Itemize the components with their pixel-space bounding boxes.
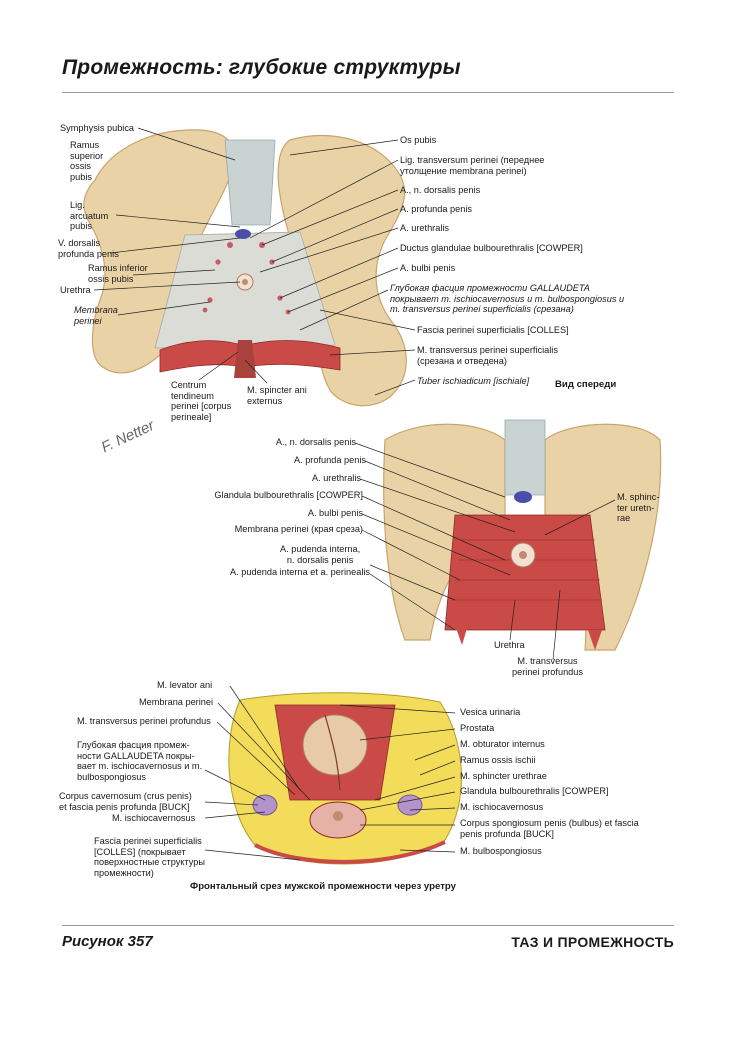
label2-a-profunda: A. profunda penis	[293, 455, 366, 465]
label3-sphincter-urethrae: M. sphincter urethrae	[460, 771, 547, 781]
label3-transversus-profundus: M. transversus perinei profundus	[77, 716, 211, 726]
label-centrum-tendineum: Centrum tendineum perinei [corpus perine…	[171, 380, 232, 422]
label-fascia-gallaudet: Глубокая фасция промежности GALLAUDETA п…	[390, 283, 625, 315]
label-lig-transversum: Lig. transversum perinei (переднее утолщ…	[400, 155, 545, 176]
label-ramus-inferior: Ramus inferior ossis pubis	[88, 263, 148, 284]
label-urethra: Urethra	[60, 285, 91, 295]
label3-ischiocavernosus-right: M. ischiocavernosus	[460, 802, 544, 812]
label-ductus-cowper: Ductus glandulae bulbourethralis [COWPER…	[400, 243, 583, 253]
label-a-bulbi: A. bulbi penis	[400, 263, 456, 273]
figure1-illustration	[83, 129, 407, 407]
label2-a-n-dorsalis: A., n. dorsalis penis	[275, 437, 356, 447]
label-lig-arcuatum: Lig. arcuatum pubis	[70, 200, 109, 232]
label2-a-pudenda-interna: A. pudenda interna, n. dorsalis penis	[280, 544, 361, 565]
label-os-pubis: Os pubis	[400, 135, 437, 145]
label2-a-bulbi: A. bulbi penis	[307, 508, 363, 518]
section-title: ТАЗ И ПРОМЕЖНОСТЬ	[511, 934, 674, 950]
label3-obturator-internus: M. obturator internus	[460, 739, 545, 749]
label2-m-transversus-profundus: M. transversus perinei profundus	[512, 656, 583, 677]
label3-levator-ani: M. levator ani	[157, 680, 213, 690]
label3-fascia-gallaudet: Глубокая фасция промеж- ности GALLAUDETA…	[77, 740, 203, 782]
label3-glandula-cowper: Glandula bulbourethralis [COWPER]	[460, 786, 609, 796]
label-symphysis-pubica: Symphysis pubica	[60, 123, 135, 133]
label2-glandula-cowper: Glandula bulbourethralis [COWPER]	[214, 490, 363, 500]
label3-corpus-spongiosum: Corpus spongiosum penis (bulbus) et fasc…	[460, 818, 639, 839]
label2-urethra: Urethra	[494, 640, 525, 650]
label2-membrana-perinei: Membrana perinei (края среза)	[234, 524, 363, 534]
label3-ischiocavernosus-left: M. ischiocavernosus	[112, 813, 196, 823]
label-a-n-dorsalis: A., n. dorsalis penis	[400, 185, 481, 195]
label-membrana-perinei: Membrana perinei	[74, 305, 118, 326]
figure2-illustration	[383, 419, 662, 651]
label-tuber-ischiadicum: Tuber ischiadicum [ischiale]	[417, 376, 530, 386]
figure-number: Рисунок 357	[62, 933, 153, 950]
page-title: Промежность: глубокие структуры	[62, 56, 461, 79]
label-fascia-colles: Fascia perinei superficialis [COLLES]	[417, 325, 569, 335]
label3-vesica-urinaria: Vesica urinaria	[460, 707, 521, 717]
leader-lines	[93, 127, 616, 861]
label3-corpus-cavernosum: Corpus cavernosum (crus penis) et fascia…	[59, 791, 192, 812]
label-m-transversus-superficialis: M. transversus perinei superficialis (ср…	[417, 345, 558, 366]
figure3-caption: Фронтальный срез мужской промежности чер…	[190, 881, 456, 892]
footer-divider	[62, 925, 674, 926]
label-a-profunda: A. profunda penis	[400, 204, 473, 214]
label3-membrana-perinei: Membrana perinei	[139, 697, 214, 707]
figure1-view-caption: Вид спереди	[555, 379, 617, 390]
figure3-illustration	[228, 692, 462, 865]
label-sphincter-ani: M. spincter ani externus	[247, 385, 307, 406]
label2-a-urethralis: A. urethralis	[311, 473, 361, 483]
label2-m-sphincter-urethrae: M. sphinc- ter uretn- rae	[617, 492, 660, 524]
header-divider	[62, 92, 674, 93]
label2-a-pudenda-perinealis: A. pudenda interna et a. perinealis	[230, 567, 370, 577]
label3-bulbospongiosus: M. bulbospongiosus	[460, 846, 542, 856]
label-a-urethralis: A. urethralis	[400, 223, 450, 233]
label3-fascia-colles: Fascia perinei superficialis [COLLES] (п…	[94, 836, 205, 878]
label-ramus-superior: Ramus superior ossis pubis	[70, 140, 104, 182]
label-v-dorsalis: V. dorsalis profunda penis	[58, 238, 119, 259]
label3-prostata: Prostata	[460, 723, 495, 733]
label3-ramus-ischii: Ramus ossis ischii	[460, 755, 536, 765]
